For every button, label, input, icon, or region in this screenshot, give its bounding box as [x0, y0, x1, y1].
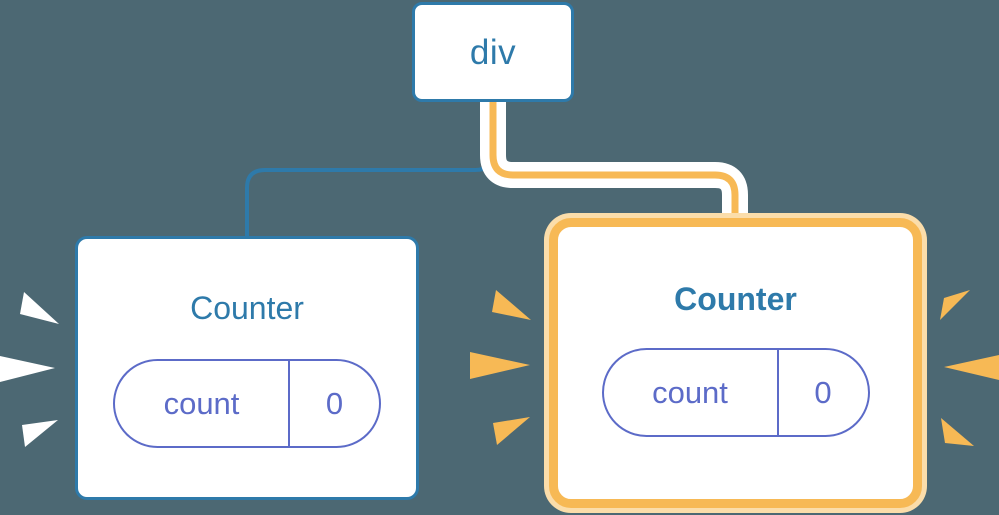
spark-icon	[941, 418, 974, 446]
state-key: count	[115, 361, 290, 446]
spark-icon	[470, 352, 530, 379]
spark-icon	[940, 290, 970, 320]
state-value: 0	[814, 375, 832, 410]
state-pill-counter-right: count 0	[601, 348, 870, 437]
spark-icon	[944, 355, 999, 380]
sparks-counter-right-orange	[940, 290, 999, 446]
spark-icon	[493, 417, 530, 445]
sparks-counter-left-orange	[470, 290, 531, 445]
node-counter-right-label: Counter	[674, 281, 797, 317]
edge-div-to-counter-left	[245, 102, 495, 238]
node-div-label: div	[469, 32, 517, 72]
node-div[interactable]: div	[412, 2, 574, 102]
spark-icon	[492, 290, 531, 320]
state-value: 0	[325, 386, 344, 421]
node-counter-right[interactable]: Counter count 0	[549, 218, 922, 508]
state-pill-counter-left: count 0	[113, 359, 381, 448]
spark-icon	[0, 356, 55, 382]
spark-icon	[22, 420, 58, 447]
edge-div-to-counter-right-halo	[480, 100, 748, 235]
edge-div-to-counter-right	[489, 100, 739, 235]
node-counter-left[interactable]: Counter count 0	[75, 236, 419, 500]
spark-icon	[20, 292, 59, 324]
node-counter-left-label: Counter	[190, 290, 304, 326]
sparks-counter-left-white	[0, 292, 59, 447]
state-key: count	[604, 350, 779, 435]
